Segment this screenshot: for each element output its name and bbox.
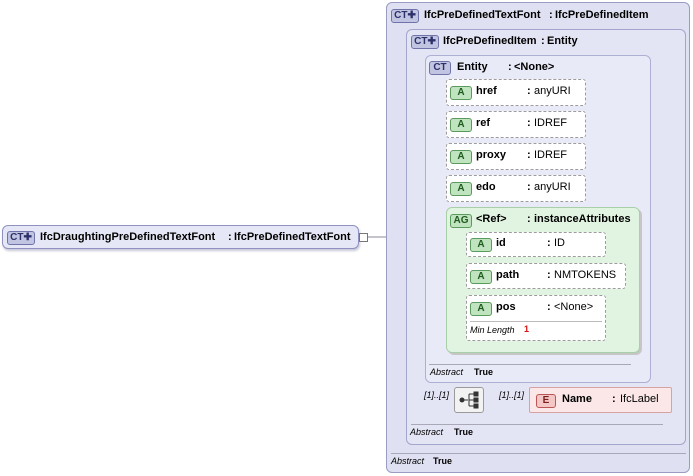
attribute-name: pos	[496, 301, 516, 313]
abstract-label: Abstract	[410, 427, 444, 437]
element-type: IfcLabel	[620, 393, 659, 405]
abstract-value: True	[433, 456, 453, 466]
ct3-sep: :	[508, 61, 512, 73]
attribute-id[interactable]: A id : ID	[466, 232, 606, 257]
root-base-type: IfcPreDefinedTextFont	[234, 231, 351, 243]
attribute-group-sep: :	[527, 213, 531, 225]
abstract-label: Abstract	[391, 456, 425, 466]
attribute-icon: A	[450, 182, 472, 196]
attribute-group-icon: AG	[450, 214, 472, 228]
attribute-pos[interactable]: A pos : <None> Min Length 1	[466, 295, 606, 341]
attribute-proxy[interactable]: A proxy : IDREF	[446, 143, 586, 170]
attribute-icon: A	[450, 118, 472, 132]
abstract-value: True	[474, 367, 494, 377]
abstract-value: True	[454, 427, 474, 437]
attribute-group-name: <Ref>	[476, 213, 507, 225]
attribute-group-type: instanceAttributes	[534, 213, 631, 225]
attribute-type: anyURI	[534, 181, 571, 193]
attribute-name: href	[476, 85, 497, 97]
attribute-type: IDREF	[534, 117, 567, 129]
divider	[391, 453, 686, 454]
ct3-name: Entity	[457, 61, 488, 73]
attribute-sep: :	[547, 301, 551, 313]
attribute-icon: A	[470, 270, 492, 284]
ct2-base-type: Entity	[547, 35, 578, 47]
attribute-name: path	[496, 269, 520, 281]
attribute-sep: :	[527, 181, 531, 193]
divider	[411, 424, 663, 425]
attribute-type: <None>	[554, 301, 594, 313]
element-icon: E	[536, 394, 556, 408]
attribute-sep: :	[527, 85, 531, 97]
complex-type-icon: CT	[429, 61, 451, 75]
attribute-path[interactable]: A path : NMTOKENS	[466, 263, 626, 289]
attribute-sep: :	[527, 117, 531, 129]
attribute-type: NMTOKENS	[554, 269, 617, 281]
sequence-icon	[459, 391, 479, 409]
complex-type-icon: CT✚	[391, 9, 419, 23]
divider	[429, 364, 631, 365]
attribute-ref[interactable]: A ref : IDREF	[446, 111, 586, 138]
ct1-base-type: IfcPreDefinedItem	[555, 9, 649, 21]
attribute-icon: A	[450, 150, 472, 164]
abstract-label: Abstract	[430, 367, 464, 377]
element-sep: :	[612, 393, 616, 405]
attribute-sep: :	[527, 149, 531, 161]
attribute-name: id	[496, 237, 506, 249]
complex-type-icon: CT✚	[411, 35, 439, 49]
sequence-multiplicity-left: [1]..[1]	[424, 390, 450, 400]
facet-value: 1	[524, 324, 530, 334]
ct3-base-type: <None>	[514, 61, 555, 73]
root-type-name: IfcDraughtingPreDefinedTextFont	[40, 231, 216, 243]
element-name[interactable]: E Name : IfcLabel	[529, 387, 672, 413]
attribute-icon: A	[470, 238, 492, 252]
attribute-name: proxy	[476, 149, 506, 161]
attribute-type: IDREF	[534, 149, 567, 161]
attribute-name: edo	[476, 181, 496, 193]
root-type-sep: :	[228, 231, 232, 243]
root-complex-type[interactable]: CT✚ IfcDraughtingPreDefinedTextFont : If…	[2, 225, 359, 249]
attribute-icon: A	[470, 302, 492, 316]
expand-toggle[interactable]	[359, 233, 368, 242]
attribute-type: anyURI	[534, 85, 571, 97]
attribute-sep: :	[547, 237, 551, 249]
sequence-multiplicity-right: [1]..[1]	[499, 390, 525, 400]
attribute-type: ID	[554, 237, 565, 249]
ct1-name: IfcPreDefinedTextFont	[424, 9, 541, 21]
element-name-label: Name	[562, 393, 592, 405]
complex-type-icon: CT✚	[7, 231, 35, 245]
facet-label: Min Length	[470, 325, 515, 335]
ct2-name: IfcPreDefinedItem	[443, 35, 537, 47]
ct2-sep: :	[541, 35, 545, 47]
attribute-icon: A	[450, 86, 472, 100]
attribute-sep: :	[547, 269, 551, 281]
divider	[470, 321, 602, 322]
ct1-sep: :	[549, 9, 553, 21]
attribute-name: ref	[476, 117, 491, 129]
attribute-edo[interactable]: A edo : anyURI	[446, 175, 586, 202]
sequence-compositor[interactable]	[454, 387, 484, 413]
attribute-href[interactable]: A href : anyURI	[446, 79, 586, 106]
